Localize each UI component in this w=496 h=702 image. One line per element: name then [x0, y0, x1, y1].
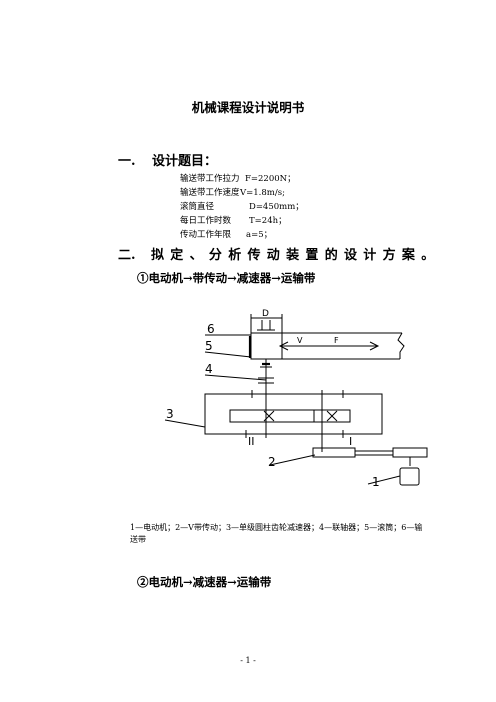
param-row: 输送带工作速度V=1.8m/s;	[180, 186, 285, 198]
label-2: 2	[268, 455, 276, 469]
label-1: 1	[372, 475, 380, 489]
param-row: 滚筒直径 D=450mm；	[180, 200, 304, 212]
diagram-caption: 1—电动机；2—V带传动；3—单级圆柱齿轮减速器；4—联轴器；5—滚筒；6—输送…	[130, 523, 423, 544]
gear-mark	[263, 410, 275, 422]
reducer-housing	[204, 393, 383, 435]
shaft-1-label: I	[349, 435, 352, 448]
param-label: 传动工作年限	[180, 230, 232, 240]
leader-line	[204, 374, 267, 381]
param-label: 输送带工作速度	[180, 188, 240, 198]
velocity-arrowhead	[278, 341, 289, 351]
shaft-2-label: II	[248, 435, 255, 448]
section-2-number: 二.	[118, 248, 136, 263]
label-4: 4	[205, 362, 213, 376]
param-label: 每日工作时数	[180, 216, 232, 226]
force-label: F	[334, 336, 339, 345]
gear-mark	[326, 410, 338, 422]
param-value: a=5；	[246, 230, 273, 240]
param-row: 输送带工作拉力 F=2200N；	[180, 172, 296, 184]
electric-motor	[399, 467, 420, 486]
transmission-diagram: D V F 6 5 4 3 2 1 II I	[164, 309, 428, 489]
page-number: - 1 -	[240, 656, 256, 665]
gear-large	[229, 409, 315, 423]
param-value: T=24h；	[249, 216, 287, 226]
belt-break	[397, 332, 405, 359]
param-row: 每日工作时数 T=24h；	[180, 214, 287, 226]
velocity-label: V	[297, 336, 303, 345]
diameter-label: D	[262, 309, 269, 319]
section-1-number: 一.	[118, 154, 136, 169]
param-value: F=2200N；	[245, 174, 296, 184]
scheme-1-heading: ①电动机→带传动→减速器→运输带	[137, 271, 316, 285]
param-value: D=450mm；	[249, 202, 304, 212]
param-value: V=1.8m/s;	[240, 188, 285, 198]
drum	[250, 332, 283, 360]
leader-line	[164, 419, 206, 428]
v-belt-drive	[312, 447, 356, 458]
section-2-heading: 拟定、分析传动装置的设计方案。	[151, 248, 441, 263]
param-row: 传动工作年限 a=5；	[180, 228, 272, 240]
leader-line	[367, 475, 401, 485]
label-6: 6	[207, 322, 215, 336]
scheme-2-heading: ②电动机→减速器→运输带	[137, 575, 272, 589]
section-1-heading: 设计题目：	[152, 154, 218, 169]
label-3: 3	[166, 407, 174, 421]
leader-line	[204, 351, 252, 358]
gear-small	[313, 409, 351, 423]
leader-line	[269, 454, 316, 466]
param-label: 滚筒直径	[180, 202, 215, 212]
label-5: 5	[205, 339, 213, 353]
param-label: 输送带工作拉力	[180, 174, 240, 184]
page-title: 机械课程设计说明书	[191, 100, 305, 115]
force-arrowhead	[369, 341, 380, 351]
motor-pulley	[392, 447, 428, 458]
